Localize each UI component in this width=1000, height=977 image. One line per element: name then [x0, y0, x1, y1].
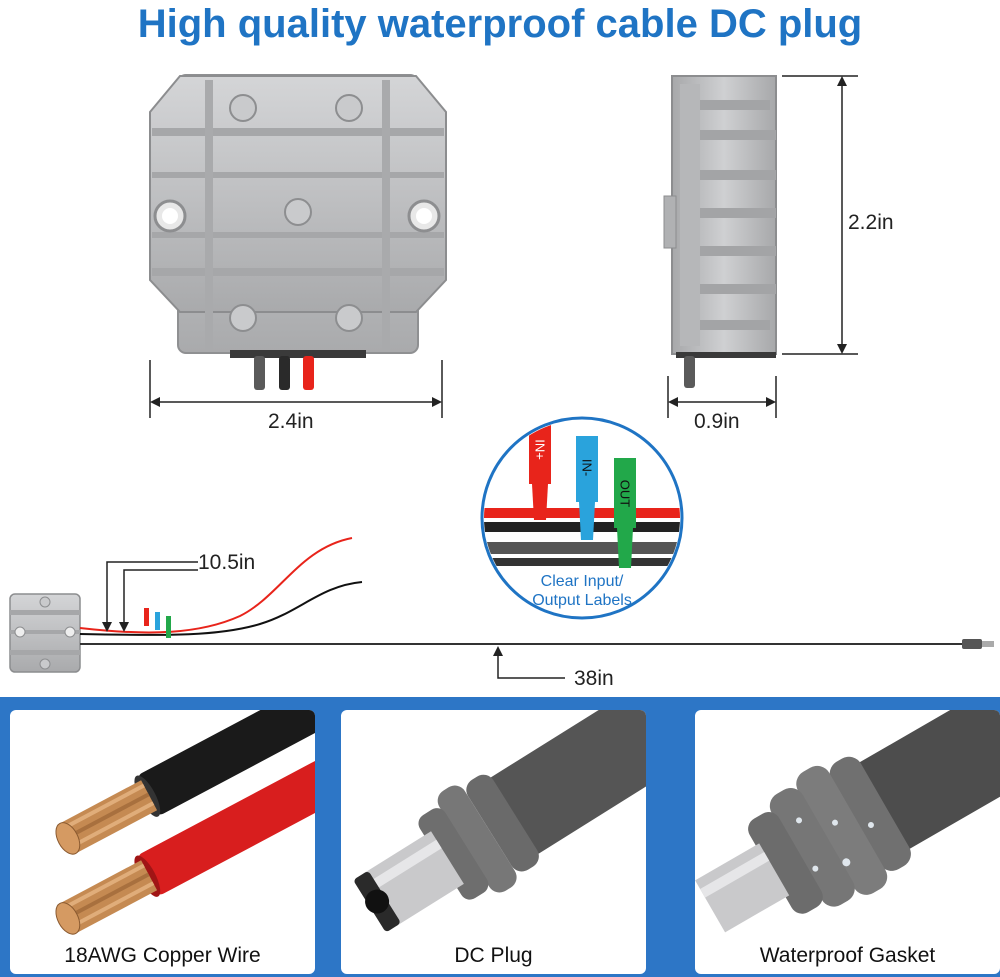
- feature-label-gasket: Waterproof Gasket: [759, 944, 936, 967]
- converter-side-housing: [663, 75, 777, 388]
- out-tag-label: OUT: [617, 479, 633, 508]
- long-lead-dimension: [493, 646, 565, 679]
- feature-card-gasket: Waterproof Gasket: [695, 710, 1000, 974]
- callout-line-1: Clear Input/: [540, 573, 624, 590]
- long-lead-label: 38in: [574, 667, 614, 690]
- label-callout: [480, 416, 684, 620]
- short-lead-dimension: [102, 561, 198, 632]
- dc-plug-illustration: [354, 710, 646, 932]
- width-dimension-line: [149, 360, 443, 418]
- height-label: 2.2in: [848, 211, 894, 234]
- converter-front-wires: [254, 356, 314, 390]
- feature-label-copper-wire: 18AWG Copper Wire: [64, 944, 261, 967]
- callout-text: Clear Input/ Output Labels: [512, 572, 652, 610]
- converter-front-view: [9, 74, 994, 679]
- feature-label-dc-plug: DC Plug: [454, 944, 533, 967]
- height-dimension-line: [782, 75, 858, 355]
- depth-label: 0.9in: [694, 410, 740, 433]
- page-title: High quality waterproof cable DC plug: [137, 2, 863, 46]
- output-cable: [80, 639, 994, 649]
- converter-front-housing: [149, 74, 447, 358]
- feature-card-copper-wire: 18AWG Copper Wire: [10, 710, 315, 974]
- depth-dimension-line: [667, 376, 777, 418]
- mini-wire-labels: [144, 608, 171, 638]
- callout-line-2: Output Labels: [532, 592, 632, 609]
- mini-converter: [9, 593, 81, 673]
- feature-card-dc-plug: DC Plug: [341, 710, 646, 974]
- width-label: 2.4in: [268, 410, 314, 433]
- copper-wire-illustration: [55, 710, 315, 935]
- input-wires: [79, 537, 363, 636]
- gasket-illustration: [695, 710, 1000, 933]
- in-minus-tag-label: IN-: [579, 458, 595, 477]
- in-plus-tag-label: IN+: [532, 439, 548, 460]
- short-lead-label: 10.5in: [198, 551, 256, 574]
